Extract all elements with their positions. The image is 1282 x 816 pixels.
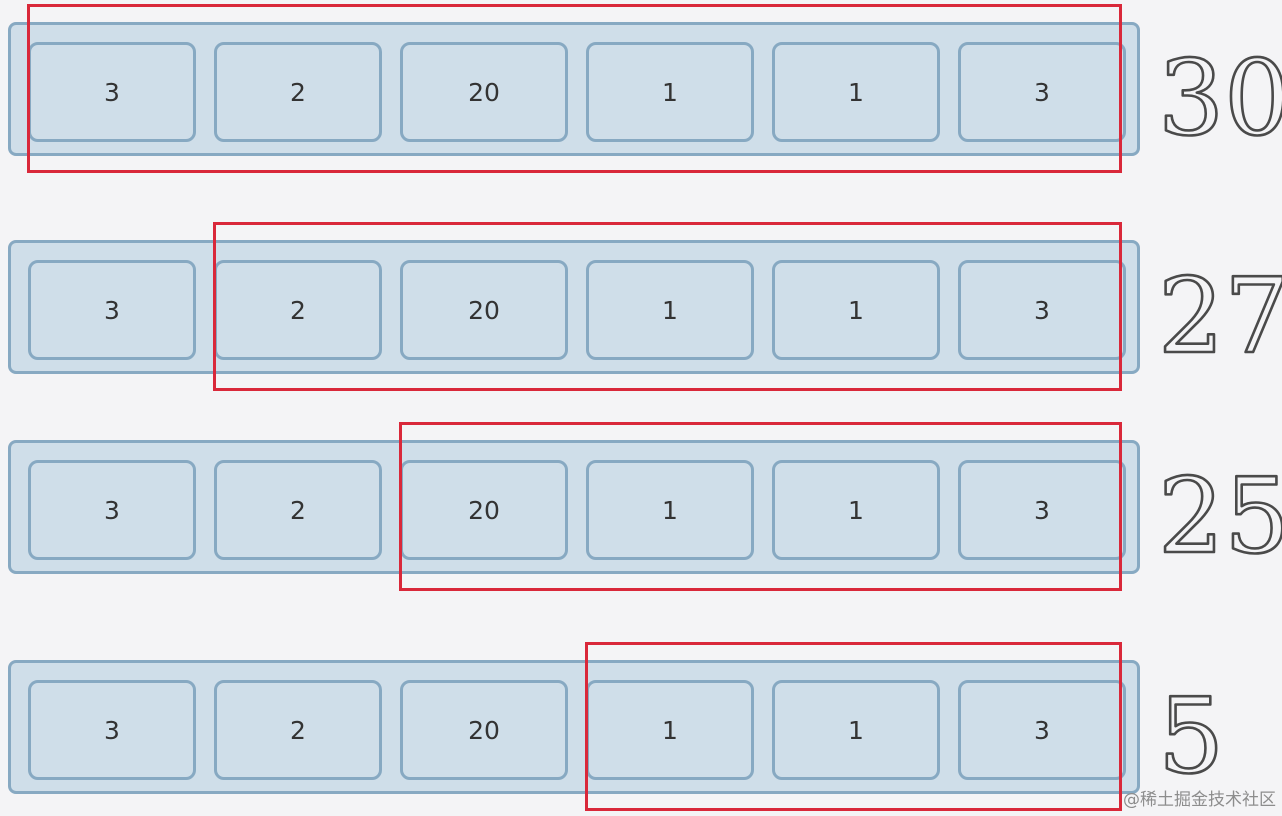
cell-value: 1 xyxy=(662,715,678,745)
cell-value: 20 xyxy=(468,495,500,525)
array-cell: 1 xyxy=(586,460,754,560)
window-sum-label: 27 xyxy=(1150,248,1282,379)
cell-value: 3 xyxy=(1034,715,1050,745)
array-cell: 2 xyxy=(214,460,382,560)
array-row: 3 2 20 1 1 3 xyxy=(8,660,1140,794)
window-sum-text: 30 xyxy=(1158,37,1282,159)
cell-value: 3 xyxy=(104,295,120,325)
array-cell: 20 xyxy=(400,680,568,780)
cell-value: 3 xyxy=(104,715,120,745)
cell-value: 2 xyxy=(290,77,306,107)
window-sum-text: 5 xyxy=(1158,675,1224,797)
array-cell: 1 xyxy=(586,260,754,360)
cell-value: 3 xyxy=(1034,295,1050,325)
array-cell: 1 xyxy=(772,260,940,360)
array-cell: 3 xyxy=(28,42,196,142)
array-cell: 2 xyxy=(214,680,382,780)
cell-value: 1 xyxy=(848,295,864,325)
array-cell: 3 xyxy=(28,460,196,560)
cell-value: 3 xyxy=(104,495,120,525)
window-sum-label: 30 xyxy=(1150,30,1282,161)
array-cell: 2 xyxy=(214,42,382,142)
cell-value: 2 xyxy=(290,715,306,745)
array-cell: 20 xyxy=(400,260,568,360)
window-sum-text: 27 xyxy=(1158,255,1282,377)
cell-value: 1 xyxy=(662,295,678,325)
array-cell: 20 xyxy=(400,42,568,142)
array-row: 3 2 20 1 1 3 xyxy=(8,22,1140,156)
window-sum-label: 5 xyxy=(1150,668,1282,799)
window-sum-text: 25 xyxy=(1158,455,1282,577)
cell-value: 20 xyxy=(468,715,500,745)
cell-value: 3 xyxy=(1034,77,1050,107)
cell-value: 20 xyxy=(468,295,500,325)
array-row: 3 2 20 1 1 3 xyxy=(8,440,1140,574)
array-cell: 3 xyxy=(958,680,1126,780)
cell-value: 1 xyxy=(848,715,864,745)
cell-value: 1 xyxy=(662,77,678,107)
cell-value: 1 xyxy=(662,495,678,525)
array-cell: 3 xyxy=(958,460,1126,560)
array-cell: 20 xyxy=(400,460,568,560)
array-cell: 1 xyxy=(586,680,754,780)
array-cell: 1 xyxy=(772,42,940,142)
watermark: @稀土掘金技术社区 xyxy=(1123,790,1276,810)
cell-value: 2 xyxy=(290,495,306,525)
array-cell: 3 xyxy=(28,260,196,360)
cell-value: 2 xyxy=(290,295,306,325)
cell-value: 1 xyxy=(848,77,864,107)
cell-value: 1 xyxy=(848,495,864,525)
array-cell: 1 xyxy=(772,460,940,560)
window-sum-label: 25 xyxy=(1150,448,1282,579)
array-row: 3 2 20 1 1 3 xyxy=(8,240,1140,374)
cell-value: 3 xyxy=(1034,495,1050,525)
array-cell: 3 xyxy=(28,680,196,780)
array-cell: 3 xyxy=(958,42,1126,142)
array-cell: 3 xyxy=(958,260,1126,360)
array-cell: 2 xyxy=(214,260,382,360)
cell-value: 20 xyxy=(468,77,500,107)
array-cell: 1 xyxy=(772,680,940,780)
cell-value: 3 xyxy=(104,77,120,107)
array-cell: 1 xyxy=(586,42,754,142)
